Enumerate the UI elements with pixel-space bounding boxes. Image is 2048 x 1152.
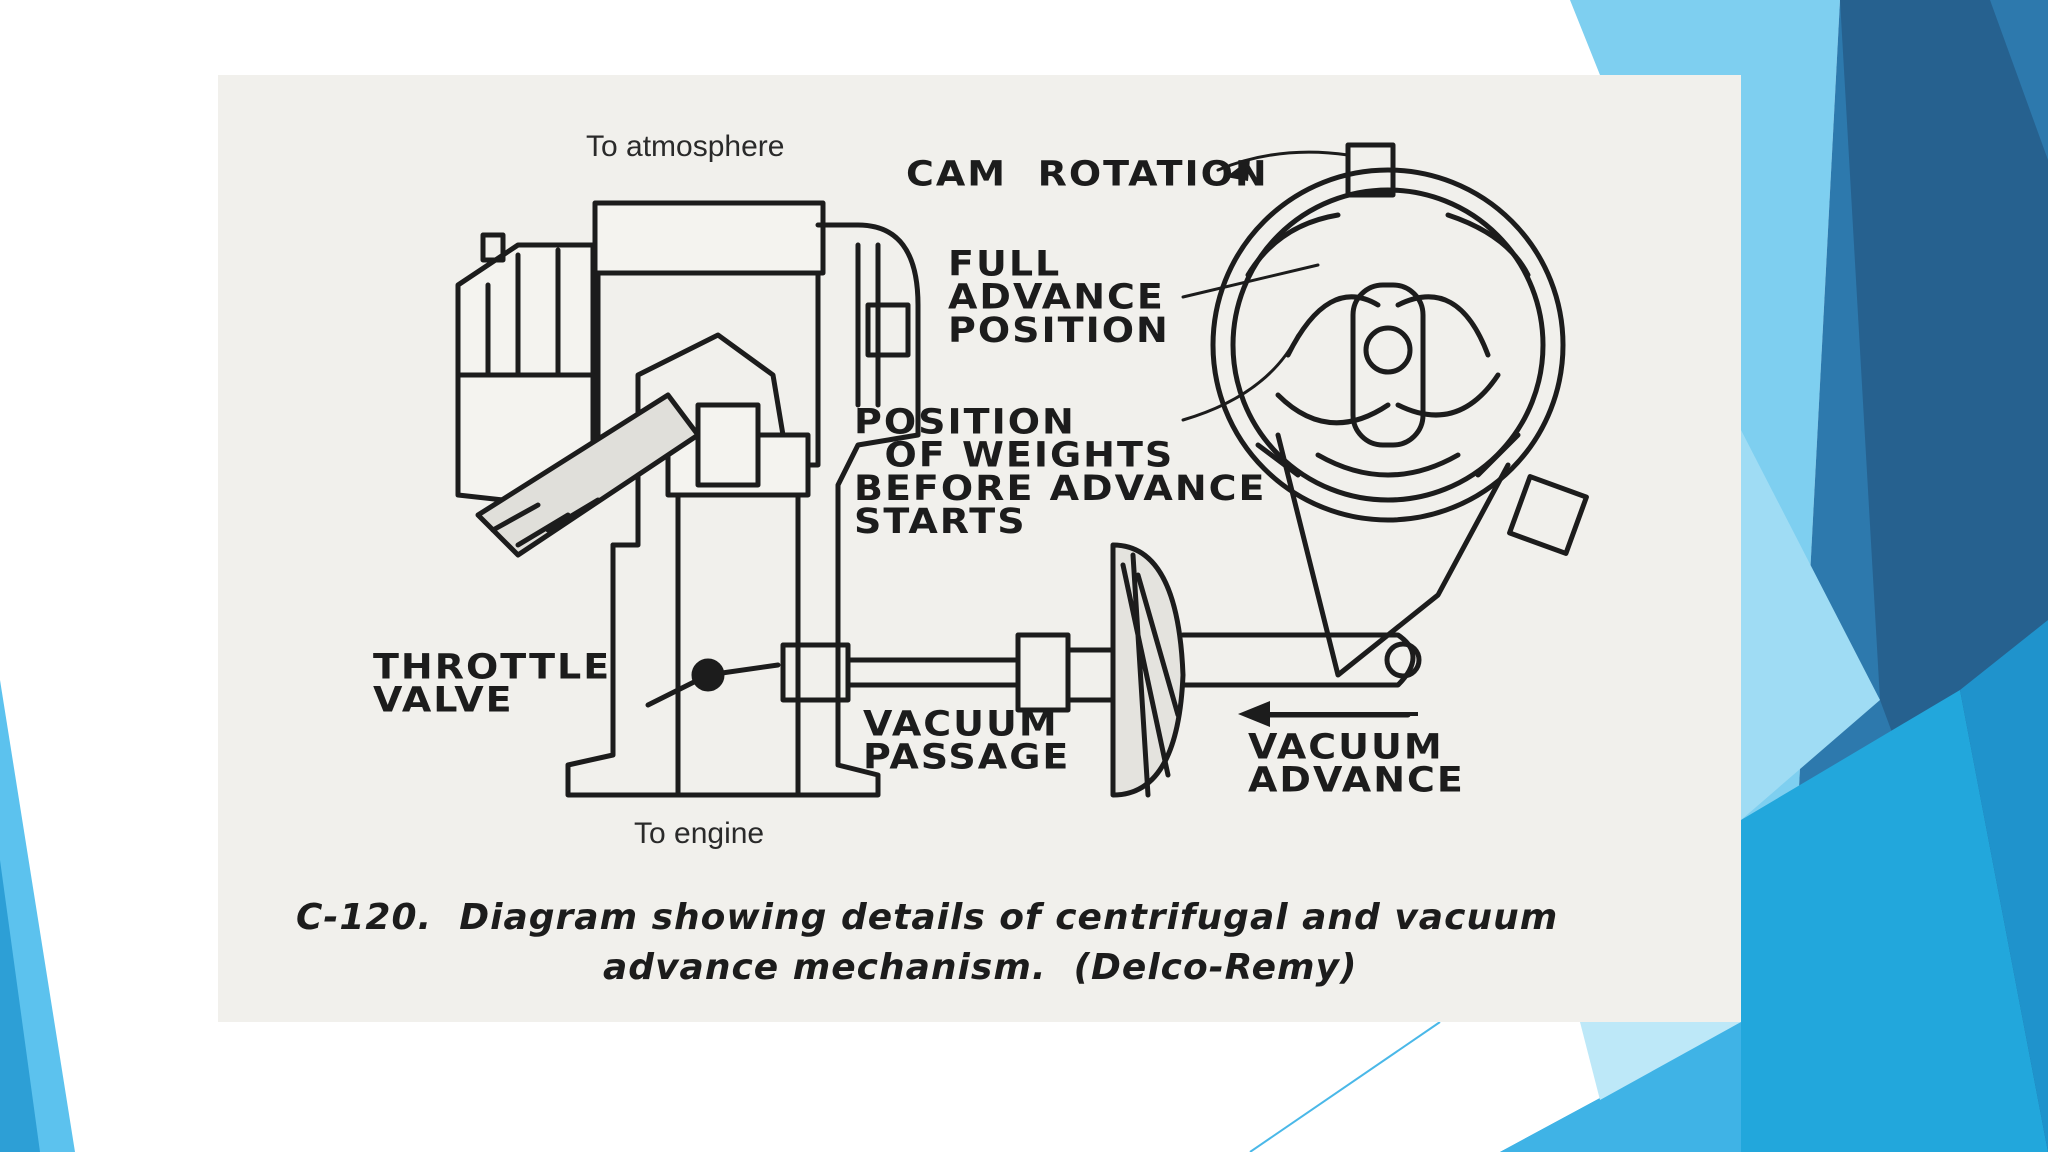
cam-rotation-arrow-icon	[1226, 159, 1250, 181]
to-atmosphere-label: To atmosphere	[586, 130, 785, 163]
vacuum-advance-label: VACUUM ADVANCE	[1248, 726, 1465, 800]
diagram-drawing	[455, 142, 1589, 798]
leader-lines	[1181, 150, 1350, 422]
bg-accent-line	[1249, 1021, 1441, 1152]
vacuum-passage-label: VACUUM PASSAGE	[863, 703, 1071, 777]
bg-facet	[1500, 690, 2048, 1152]
throttle-valve-label: THROTTLE VALVE	[373, 646, 612, 720]
carburetor-drawing	[455, 200, 1021, 798]
vacuum-unit-drawing	[1015, 542, 1422, 798]
to-engine-label: To engine	[634, 817, 765, 850]
figure-caption-line1: C-120. Diagram showing details of centri…	[296, 897, 1559, 938]
diagram-figure: To atmosphere CAM ROTATION FULL ADVANCE …	[218, 75, 1741, 1022]
position-of-weights-label: POSITION OF WEIGHTS BEFORE ADVANCE START…	[854, 401, 1267, 542]
bg-facet	[0, 860, 40, 1152]
bg-facet	[1580, 1022, 1741, 1100]
bg-facet	[1741, 430, 1880, 820]
vacuum-advance-arrow-icon	[1238, 701, 1418, 727]
bg-facet	[1960, 620, 2048, 1152]
distributor-drawing	[1210, 142, 1589, 678]
full-advance-position-label: FULL ADVANCE POSITION	[948, 243, 1170, 351]
cam-rotation-label: CAM ROTATION	[906, 153, 1269, 194]
figure-caption-line2: advance mechanism. (Delco-Remy)	[603, 947, 1358, 988]
